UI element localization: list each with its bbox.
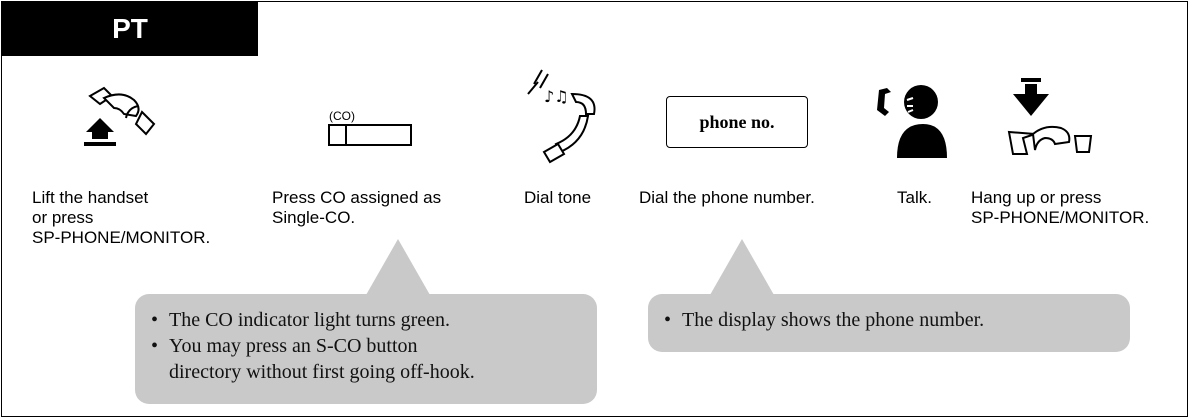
step-caption-dial-tone: Dial tone: [524, 188, 592, 207]
phone-number-box-label: phone no.: [699, 111, 775, 132]
svg-text:♪♫: ♪♫: [544, 87, 569, 106]
handset-lift-icon: [84, 86, 156, 146]
phone-number-box: phone no.: [666, 96, 808, 148]
step-caption-hang-up: Hang up or press SP-PHONE/MONITOR.: [971, 188, 1150, 227]
co-label: (CO): [329, 109, 355, 123]
left-note-bubble: The CO indicator light turns green. You …: [135, 294, 597, 404]
right-note-pointer: [710, 239, 774, 295]
hang-up-icon: [1007, 78, 1093, 155]
pt-tab: PT: [2, 2, 258, 56]
step-caption-dial-number: Dial the phone number.: [639, 188, 815, 207]
co-button-icon[interactable]: [328, 124, 412, 148]
step-caption-talk: Talk.: [897, 188, 932, 207]
right-note-item: The display shows the phone number.: [660, 307, 1116, 333]
dial-tone-handset-icon: ♪♫: [527, 69, 596, 164]
step-caption-press-co: Press CO assigned as Single-CO.: [272, 188, 442, 227]
step-caption-lift-handset: Lift the handset or press SP-PHONE/MONIT…: [32, 188, 211, 247]
right-note-bubble: The display shows the phone number.: [648, 294, 1130, 352]
talk-person-icon: [877, 85, 947, 158]
left-note-pointer: [366, 239, 430, 295]
left-note-item: The CO indicator light turns green.: [147, 307, 583, 333]
pt-tab-label: PT: [112, 13, 148, 44]
